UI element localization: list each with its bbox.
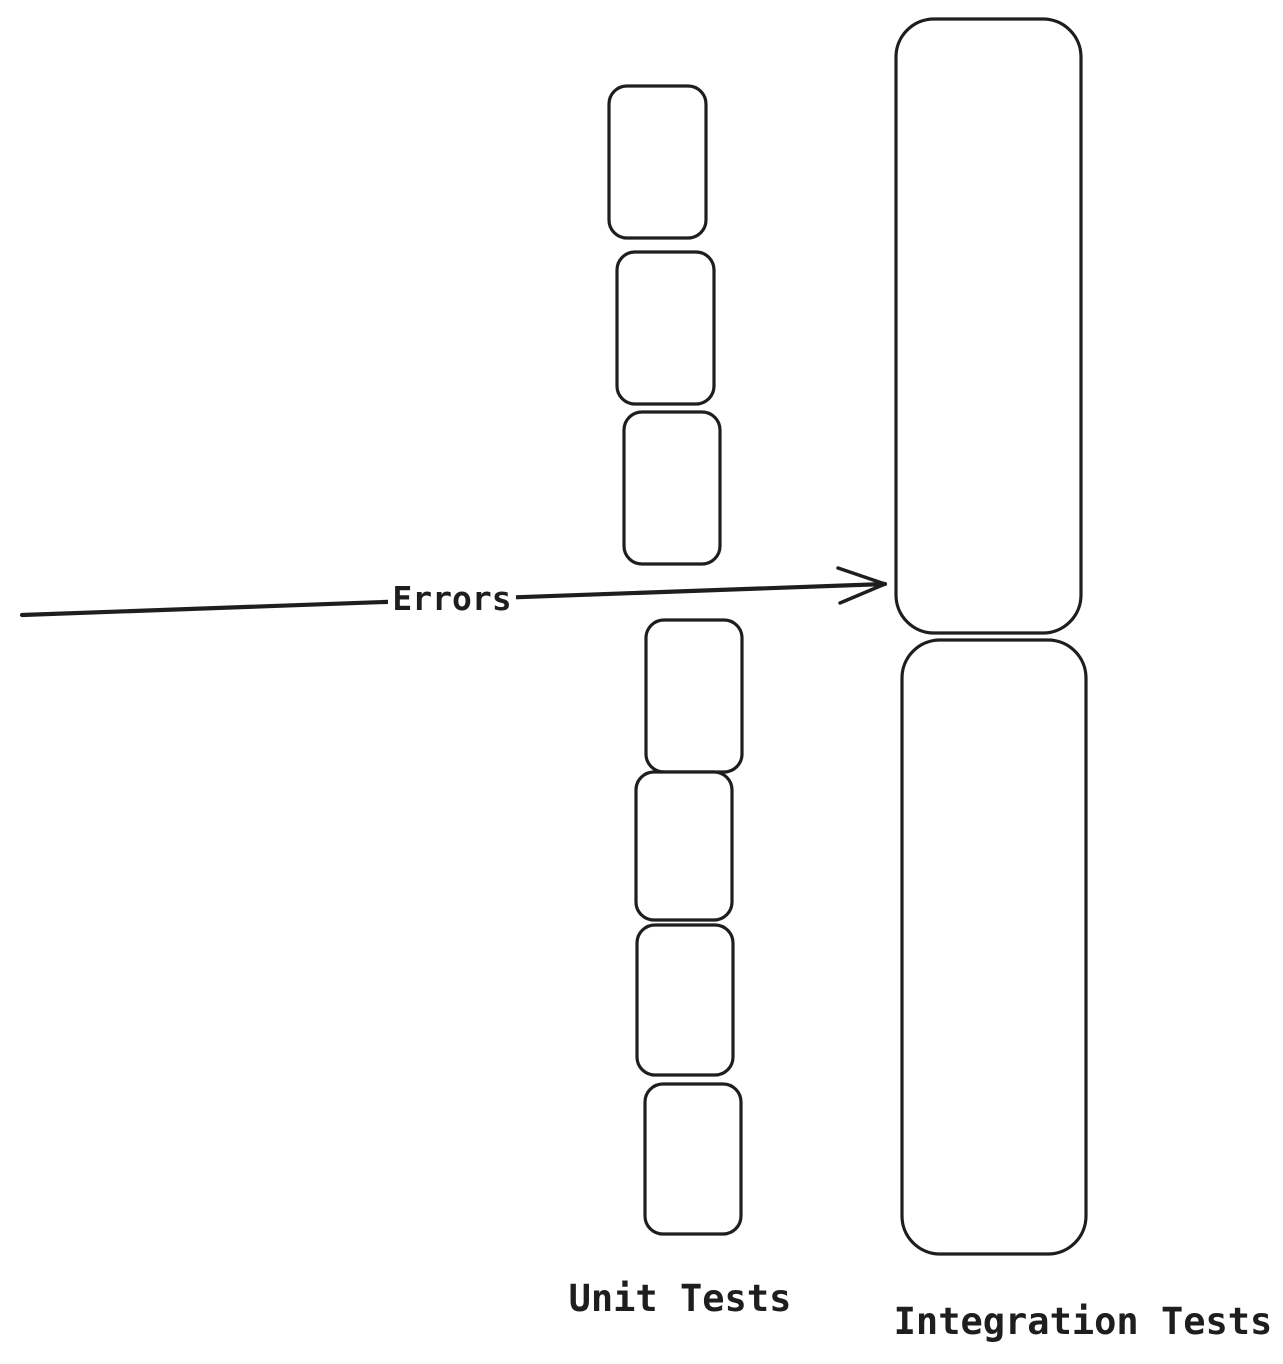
unit-test-box-6 bbox=[635, 923, 735, 1077]
unit-tests-label: Unit Tests bbox=[569, 1277, 792, 1320]
integration-tests-label: Integration Tests bbox=[894, 1300, 1273, 1343]
unit-test-box-3 bbox=[622, 410, 722, 566]
errors-arrow-head bbox=[836, 566, 887, 605]
errors-label: Errors bbox=[392, 579, 511, 618]
unit-test-box-7 bbox=[643, 1082, 743, 1236]
integration-test-box-2 bbox=[900, 638, 1088, 1256]
errors-label-background bbox=[388, 581, 516, 617]
unit-test-box-5 bbox=[634, 770, 734, 922]
unit-test-box-4 bbox=[644, 618, 744, 774]
unit-test-box-1 bbox=[607, 84, 708, 240]
integration-test-box-1 bbox=[894, 17, 1083, 635]
unit-test-box-2 bbox=[615, 250, 716, 406]
